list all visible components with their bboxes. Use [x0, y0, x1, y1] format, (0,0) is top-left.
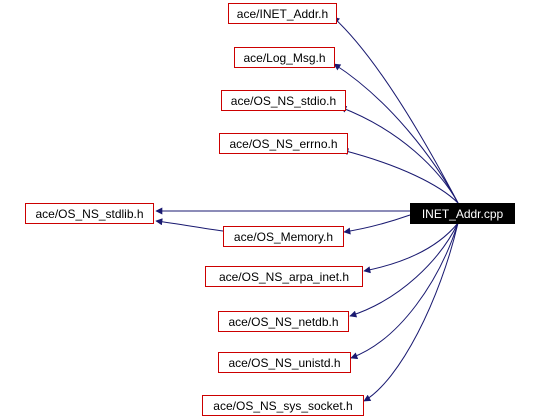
node-os-ns-stdlib-h[interactable]: ace/OS_NS_stdlib.h	[25, 203, 154, 224]
edge-os_memory_h-to-os_ns_stdlib_h	[155, 218, 224, 232]
node-label: ace/OS_Memory.h	[234, 230, 333, 244]
node-os-ns-errno-h[interactable]: ace/OS_NS_errno.h	[219, 133, 348, 154]
node-box	[25, 203, 154, 224]
edge-root-to-os_ns_unistd_h	[350, 222, 459, 360]
edges-layer	[155, 16, 459, 402]
node-os-ns-sys-socket-h[interactable]: ace/OS_NS_sys_socket.h	[202, 395, 364, 416]
node-label: ace/OS_NS_unistd.h	[228, 356, 340, 370]
edge-root-to-os_ns_errno_h	[341, 148, 459, 204]
edge-root-to-log_msg_h	[333, 63, 459, 204]
edge-root-to-os_memory_h	[343, 214, 411, 235]
edge-root-to-os_ns_sys_socket_h	[363, 222, 459, 402]
node-box	[223, 226, 344, 247]
node-label: ace/OS_NS_sys_socket.h	[213, 399, 352, 413]
node-box	[202, 395, 364, 416]
node-label: ace/INET_Addr.h	[237, 7, 328, 21]
node-os-ns-netdb-h[interactable]: ace/OS_NS_netdb.h	[218, 311, 349, 332]
node-box	[234, 47, 335, 68]
node-os-memory-h[interactable]: ace/OS_Memory.h	[223, 226, 344, 247]
node-box	[221, 90, 346, 111]
node-os-ns-arpa-inet-h[interactable]: ace/OS_NS_arpa_inet.h	[205, 266, 363, 287]
node-box	[228, 3, 337, 24]
node-inet-addr-h[interactable]: ace/INET_Addr.h	[228, 3, 337, 24]
node-os-ns-stdio-h[interactable]: ace/OS_NS_stdio.h	[221, 90, 346, 111]
node-label: ace/OS_NS_stdlib.h	[35, 207, 143, 221]
node-os-ns-unistd-h[interactable]: ace/OS_NS_unistd.h	[218, 352, 351, 373]
node-label: ace/OS_NS_stdio.h	[231, 94, 336, 108]
node-box	[410, 203, 515, 224]
node-label: INET_Addr.cpp	[422, 207, 504, 221]
node-box	[205, 266, 363, 287]
edge-root-to-os_ns_netdb_h	[349, 222, 459, 318]
node-label: ace/Log_Msg.h	[243, 51, 325, 65]
node-label: ace/OS_NS_errno.h	[229, 137, 337, 151]
edge-root-to-inet_addr_h	[332, 16, 459, 204]
node-label: ace/OS_NS_arpa_inet.h	[219, 270, 349, 284]
edge-root-to-os_ns_arpa_inet_h	[363, 222, 459, 274]
node-label: ace/OS_NS_netdb.h	[228, 315, 338, 329]
node-log-msg-h[interactable]: ace/Log_Msg.h	[234, 47, 335, 68]
nodes-layer: INET_Addr.cpp ace/INET_Addr.h ace/Log_Msg.…	[25, 3, 515, 416]
node-box	[218, 311, 349, 332]
node-root[interactable]: INET_Addr.cpp	[410, 203, 515, 224]
edge-root-to-os_ns_stdio_h	[339, 105, 459, 204]
node-box	[218, 352, 351, 373]
node-box	[219, 133, 348, 154]
